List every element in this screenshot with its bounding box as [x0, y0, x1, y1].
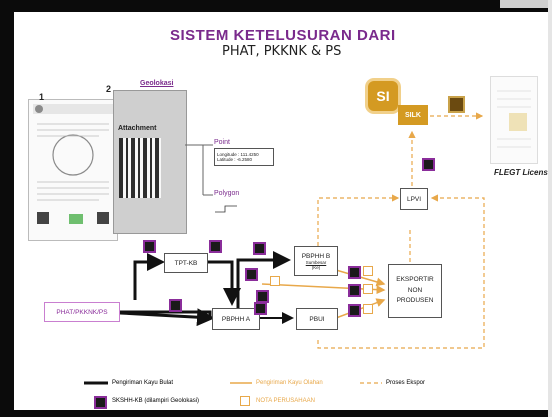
attachment-label: Attachment [118, 125, 157, 132]
node-phat: PHAT/PKKNK/PS [44, 302, 120, 322]
node-eksportir: EKSPORTIR NON PRODUSEN [388, 264, 442, 318]
geo-connectors [185, 144, 237, 213]
document-page [28, 99, 118, 241]
node-lpvi: LPVI [400, 188, 428, 210]
label-1: 1 [39, 92, 45, 102]
flegt-label: FLEGT License [494, 168, 552, 177]
polygon-label: Polygon [214, 190, 240, 197]
qr-code [119, 138, 161, 198]
diagram-subtitle: PHAT, PKKNK & PS [222, 44, 342, 59]
nota-marker [348, 304, 361, 317]
point-lat: Latitude : -6.2580 [217, 157, 253, 162]
diagram-title: SISTEM KETELUSURAN DARI [170, 27, 396, 44]
legend-nota: NOTA PERUSAHAAN [256, 398, 315, 404]
legend-nota-swatch [240, 396, 250, 406]
nota-marker [363, 266, 373, 276]
top-tab [500, 0, 552, 8]
si-logo: SI [368, 81, 398, 111]
point-label: Point [214, 139, 230, 146]
sksshh-marker [256, 290, 269, 303]
node-pbphh-a: PBPHH A [212, 308, 260, 330]
flegt-document [490, 76, 538, 164]
sksshh-marker [169, 299, 182, 312]
sksshh-marker [422, 158, 435, 171]
flegt-content [497, 90, 531, 148]
sksshh-marker [253, 242, 266, 255]
legend-bulat: Pengiriman Kayu Bulat [112, 380, 174, 386]
legend-sksshh: SKSHH-KB (dilampiri Geolokasi) [112, 398, 200, 404]
node-pbui: PBUI [296, 308, 338, 330]
nota-marker [363, 284, 373, 294]
nota-marker [348, 266, 361, 279]
nota-marker [348, 284, 361, 297]
sksshh-marker [143, 240, 156, 253]
legend-sksshh-swatch [94, 396, 107, 409]
legend-olahan: Pengiriman Kayu Olahan [256, 380, 323, 386]
pbphh-b-sub: Sumbesar [305, 259, 327, 265]
flegt-icon [448, 96, 465, 113]
nota-marker [363, 304, 373, 314]
pbphh-b-sub2: (Ke) [311, 264, 321, 270]
geolokasi-label: Geolokasi [140, 80, 174, 87]
node-pbphh-b: PBPHH B Sumbesar (Ke) [294, 246, 338, 276]
node-silk: SILK [398, 105, 428, 125]
nota-marker [270, 276, 280, 286]
point-coords: Longitude : 111.4250 Latitude : -6.2580 [214, 148, 274, 166]
pbphh-b-label: PBPHH B [301, 252, 331, 260]
sksshh-marker [245, 268, 258, 281]
point-lon: Longitude : 111.4250 [217, 152, 259, 157]
right-edge [548, 0, 552, 417]
label-2: 2 [106, 84, 112, 94]
legend-ekspor: Proses Ekspor [386, 380, 426, 386]
document-content [33, 104, 113, 224]
node-tptkb: TPT-KB [164, 253, 208, 273]
sksshh-marker [209, 240, 222, 253]
sksshh-marker [254, 302, 267, 315]
